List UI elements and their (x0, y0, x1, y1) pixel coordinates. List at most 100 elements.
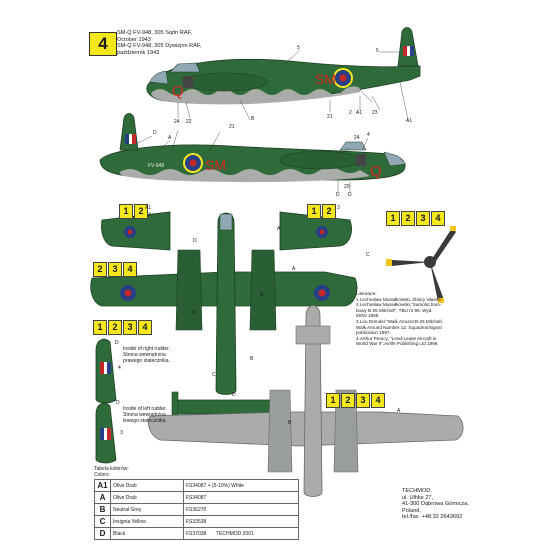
propeller-drawing (386, 226, 456, 303)
literature-heading: Literature: (356, 291, 377, 296)
literature-block: Literature: 1.Lechosław Musiałkowski, Zb… (356, 291, 456, 347)
view-tag-upper-right: 1 2 (307, 204, 336, 219)
color-name: Olive Drab (110, 479, 184, 492)
view-tag: 3 (123, 320, 137, 335)
note-line: Inside of left rudder. (123, 406, 167, 412)
title-line: SM-Q FV-948, 305 Dywizjon RAF, (117, 43, 202, 50)
callout-label: A (292, 266, 296, 272)
address-line: Poland, (402, 507, 421, 514)
view-tag: 2 (108, 320, 122, 335)
callout-label: 1 (135, 270, 138, 276)
rudder-right-detail (95, 338, 117, 404)
view-tag: 2 (322, 204, 336, 219)
upper-left-wing-fragment (101, 211, 171, 251)
callout-label: 3 (120, 430, 123, 436)
callout-label: 21 (327, 114, 333, 120)
note-line: prawego statecznika. (123, 357, 170, 364)
left-rudder-note: Inside of left rudder. Strona wewnętrzna… (123, 406, 185, 424)
view-tag: 4 (138, 320, 152, 335)
callout-label: A (168, 135, 172, 141)
color-code: FS36270 (183, 503, 299, 516)
literature-item: World War II",Airlife Publishing Ltd 199… (356, 341, 439, 347)
view-tag-propeller: 1 2 3 4 (386, 211, 445, 226)
color-code: FS34087 (183, 491, 299, 504)
color-name: Neutral Grey (110, 503, 184, 516)
colors-table: A1 Olive Drab FS34087 + (5-10%) White A … (94, 479, 299, 540)
callout-label: 23 (372, 110, 378, 116)
callout-label: D (232, 392, 236, 398)
view-tag: 4 (371, 393, 385, 408)
color-key: A (94, 491, 111, 504)
color-row: D Black FS37038 (94, 527, 299, 540)
color-key: B (94, 503, 111, 516)
upper-right-wing-fragment (279, 211, 352, 251)
callout-label: D (348, 192, 352, 198)
callout-label: A (277, 226, 281, 232)
literature-item: 1.Lechosław Musiałkowski, Zbiory własne. (356, 296, 443, 302)
lower-plan-view (148, 305, 464, 497)
callout-label: 4 (118, 365, 121, 371)
literature-item: Walk Around Number 12. Squadron/signal (356, 324, 442, 330)
callout-label: 21 (229, 124, 235, 130)
colors-heading: Tabela kolorów: Colors: (94, 466, 129, 478)
callout-label: A (397, 408, 401, 414)
view-tag: 2 (134, 204, 148, 219)
view-tag: 2 (341, 393, 355, 408)
literature-item: publication 1997. (356, 330, 391, 336)
color-code: FS37038 (183, 527, 299, 540)
view-tag: 3 (108, 262, 122, 277)
footer-credit: TECHMOD 2001 (216, 531, 254, 537)
address-line: 41-300 Dąbrowa Górnicza, (402, 501, 469, 507)
callout-label: A1 (406, 118, 413, 124)
view-tag: 1 (307, 204, 321, 219)
callout-label: 5 (376, 48, 379, 54)
color-row: B Neutral Grey FS36270 (94, 503, 299, 516)
callout-label: D (336, 192, 340, 198)
view-tag: 3 (416, 211, 430, 226)
callout-label: B (251, 116, 255, 122)
callout-label: C (212, 372, 216, 378)
side-serial: FV-948 (148, 163, 164, 169)
title-line: październik 1943 (117, 49, 160, 56)
view-tag: 3 (356, 393, 370, 408)
color-key: A1 (94, 479, 111, 492)
callout-label: C (366, 252, 370, 258)
view-tag: 4 (431, 211, 445, 226)
callout-label: 4 (367, 132, 370, 138)
literature-item: MON 1985. (356, 313, 380, 319)
view-tag: 2 (401, 211, 415, 226)
view-tag: 1 (386, 211, 400, 226)
color-name: Black (110, 527, 184, 540)
note-line: Inside of right rudder. (123, 346, 170, 352)
color-name: Insignia Yellow (110, 515, 184, 528)
side-view-lower: SM Q FV-948 (99, 113, 407, 192)
color-key: D (94, 527, 111, 540)
literature-item: 3.Lou Drendel "Walk Around B-25 Mitchell… (356, 318, 443, 324)
callout-label: A1 (356, 110, 363, 116)
callout-label: D (192, 310, 196, 316)
side-code-sm: SM (315, 71, 336, 87)
view-tag: 4 (123, 262, 137, 277)
color-row: C Insignia Yellow FS33538 (94, 515, 299, 528)
view-tag: 2 (93, 262, 107, 277)
title-line: SM-Q FV-948, 305 Sqdn RAF, (117, 30, 192, 36)
title-line: October 1943 (117, 36, 151, 43)
publisher-address: TECHMOD, ul. Ułhke 27, 41-300 Dąbrowa Gó… (402, 488, 469, 521)
callout-label: 2 (349, 110, 352, 116)
profile-number-badge: 4 (89, 32, 117, 56)
upper-plan-view (90, 212, 358, 419)
callout-label: 22 (186, 119, 192, 125)
color-code: FS33538 (183, 515, 299, 528)
colors-heading-line: Tabela kolorów: (94, 466, 129, 472)
view-tag: 1 (93, 320, 107, 335)
callout-label: 3 (337, 205, 340, 211)
callout-label: 3 (148, 212, 151, 218)
side-code-q: Q (172, 83, 184, 100)
callout-label: 24 (174, 119, 180, 125)
note-line: Strona wewnętrzna (123, 411, 166, 418)
color-row: A Olive Drab FS34087 (94, 491, 299, 504)
view-tag-lower: 1 2 3 4 (326, 393, 385, 408)
side-code-sm-2: SM (205, 157, 226, 173)
callout-label: A1 (145, 205, 152, 211)
literature-item: bowy B-25 Mitchell", TBU nr 89, Wyd. (356, 307, 433, 313)
